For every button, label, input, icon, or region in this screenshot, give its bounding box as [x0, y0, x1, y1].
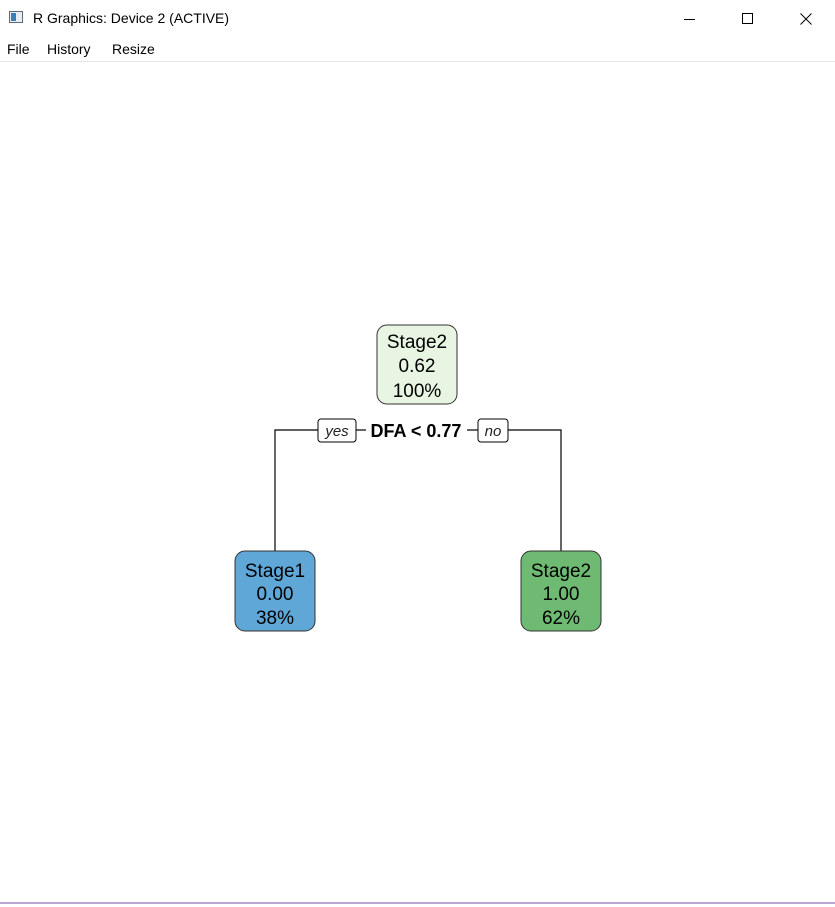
- menu-resize[interactable]: Resize: [112, 41, 155, 57]
- minimize-button[interactable]: [661, 0, 719, 38]
- tree-node-root-label: Stage2: [387, 332, 447, 353]
- window-bottom-border: [0, 902, 835, 904]
- close-button[interactable]: [777, 0, 835, 38]
- title-bar[interactable]: R Graphics: Device 2 (ACTIVE): [0, 0, 835, 38]
- minimize-icon: [684, 19, 695, 20]
- tree-split-yes-label: yes: [324, 423, 349, 440]
- r-graphics-app-icon: [9, 11, 23, 23]
- tree-node-root-value: 0.62: [399, 356, 436, 377]
- menu-bar: File History Resize: [0, 38, 835, 62]
- tree-split-no-label: no: [485, 423, 502, 440]
- maximize-icon: [742, 13, 753, 24]
- tree-split-condition: DFA < 0.77: [371, 421, 462, 441]
- tree-node-right-box: [520, 550, 602, 632]
- tree-split-yes-tag: yes: [317, 418, 357, 443]
- tree-node-root: Stage2 0.62 100%: [376, 324, 458, 405]
- tree-split-no-box: [477, 418, 509, 443]
- tree-node-right: Stage2 1.00 62%: [520, 550, 602, 632]
- tree-node-left-box: [234, 550, 316, 632]
- tree-node-right-percent: 62%: [542, 608, 580, 629]
- tree-node-left-label: Stage1: [245, 561, 305, 582]
- tree-branch-right: [508, 429, 562, 551]
- tree-node-right-value: 1.00: [543, 584, 580, 605]
- tree-split-no-tag: no: [477, 418, 509, 443]
- tree-node-right-label: Stage2: [531, 561, 591, 582]
- window-title: R Graphics: Device 2 (ACTIVE): [33, 10, 230, 26]
- tree-node-left-value: 0.00: [257, 584, 294, 605]
- tree-node-left-percent: 38%: [256, 608, 294, 629]
- decision-tree-plot: Stage2 0.62 100% yes DFA < 0.77 no Stage…: [234, 324, 602, 632]
- tree-node-root-box: [376, 324, 458, 405]
- tree-node-root-percent: 100%: [393, 381, 442, 402]
- menu-file[interactable]: File: [7, 41, 30, 57]
- maximize-button[interactable]: [719, 0, 777, 38]
- tree-branch-left: [274, 429, 318, 551]
- close-icon: [800, 13, 812, 25]
- tree-split-yes-box: [317, 418, 357, 443]
- plot-area: Stage2 0.62 100% yes DFA < 0.77 no Stage…: [0, 62, 835, 902]
- tree-node-left: Stage1 0.00 38%: [234, 550, 316, 632]
- menu-history[interactable]: History: [47, 41, 91, 57]
